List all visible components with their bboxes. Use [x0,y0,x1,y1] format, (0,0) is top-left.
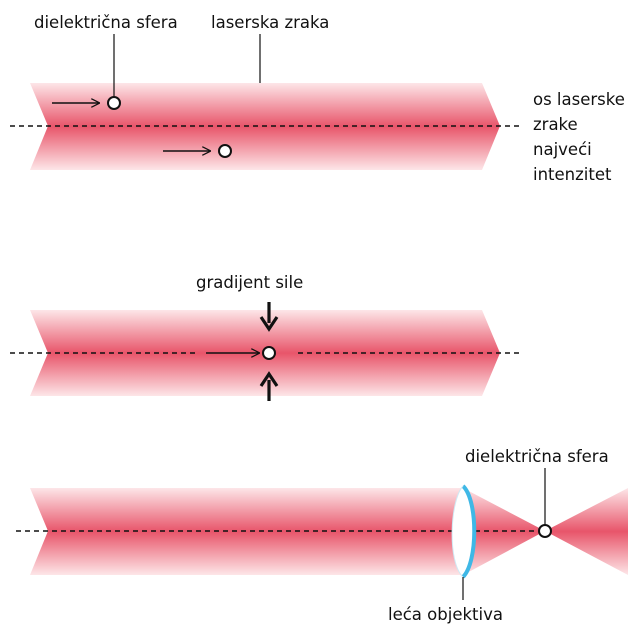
label-axis-2: zrake [533,115,578,134]
label-axis-3: najveći [533,140,592,159]
dielectric-sphere-3 [262,346,276,360]
objective-lens [451,484,477,579]
label-sphere-top: dielektrična sfera [34,13,178,32]
label-beam-top: laserska zraka [211,13,329,32]
label-sphere-bottom: dielektrična sfera [465,447,609,466]
dielectric-sphere-2 [218,144,232,158]
gradient-arrow-up [259,371,279,401]
label-axis-1: os laserske [533,90,625,109]
dielectric-sphere-1 [107,96,121,110]
label-lens: leća objektiva [388,605,503,624]
label-gradient: gradijent sile [196,273,303,292]
dielectric-sphere-4 [538,524,552,538]
label-axis-4: intenzitet [533,165,612,184]
gradient-arrow-down [259,302,279,332]
laser-beam-3 [30,488,628,575]
